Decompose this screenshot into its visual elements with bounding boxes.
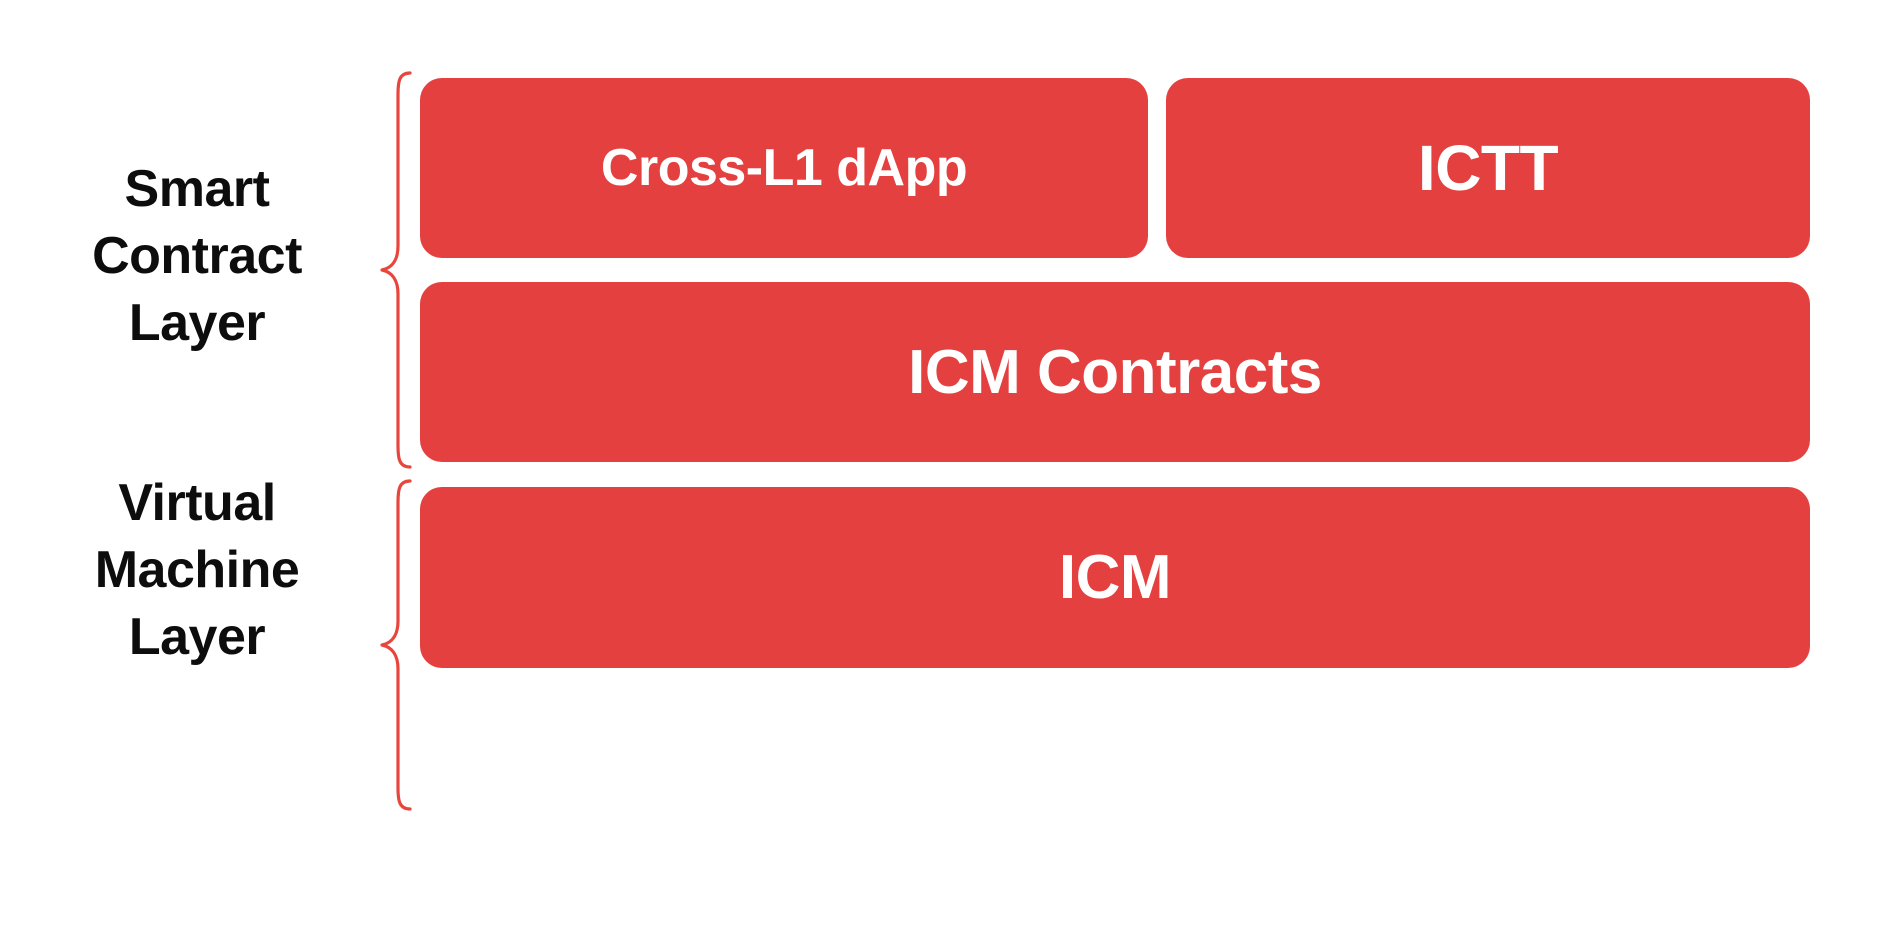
layer-label-virtual-machine: Virtual Machine Layer xyxy=(94,474,300,666)
box-icm-contracts-label: ICM Contracts xyxy=(908,337,1322,407)
box-cross-l1-dapp-label: Cross-L1 dApp xyxy=(600,139,968,197)
smart-contract-layer-brace-icon xyxy=(368,70,412,470)
box-icm-label: ICM xyxy=(1058,543,1172,612)
box-ictt-label: ICTT xyxy=(1417,132,1559,204)
box-icm[interactable]: ICM xyxy=(420,487,1810,668)
box-cross-l1-dapp[interactable]: Cross-L1 dApp xyxy=(420,78,1148,258)
box-ictt[interactable]: ICTT xyxy=(1166,78,1810,258)
box-icm-contracts[interactable]: ICM Contracts xyxy=(420,282,1810,462)
virtual-machine-layer-brace-icon xyxy=(368,478,412,812)
layer-label-smart-contract: Smart Contract Layer xyxy=(92,160,302,352)
